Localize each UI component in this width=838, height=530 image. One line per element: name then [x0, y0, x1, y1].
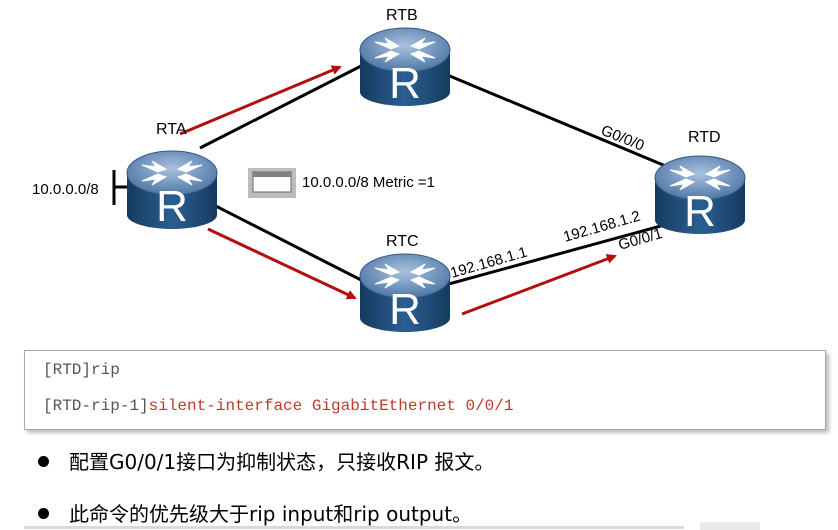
network-topology-diagram: R R R R RTA RTB RTC RTD 10.0.0.0/8 10.0.…: [32, 7, 746, 334]
router-rtc: R: [359, 253, 451, 334]
page-corner-mark: [700, 522, 760, 530]
update-packet-icon: [248, 168, 296, 198]
router-letter: R: [684, 187, 716, 236]
bullet-dot-icon: [38, 456, 49, 467]
cli-prompt: [RTD-rip-1]: [43, 397, 149, 415]
bottom-divider: [24, 526, 684, 529]
router-label-rta: RTA: [156, 121, 187, 138]
interface-label-rtd-g001: G0/0/1: [616, 225, 664, 254]
router-letter: R: [389, 285, 421, 334]
bullet-text: 配置G0/0/1接口为抑制状态，只接收RIP 报文。: [69, 450, 495, 474]
link-rta-rtb: [199, 62, 366, 150]
bullet-item: 此命令的优先级大于rip input和rip output。: [38, 498, 472, 527]
router-rta: R: [126, 150, 218, 231]
cli-command: silent-interface GigabitEthernet 0/0/1: [148, 397, 514, 415]
link-rtc-rtd: [444, 222, 669, 287]
update-label: 10.0.0.0/8 Metric =1: [302, 174, 435, 191]
cli-line-2: [RTD-rip-1]silent-interface GigabitEther…: [43, 397, 513, 415]
router-label-rtb: RTB: [386, 7, 418, 24]
router-letter: R: [389, 59, 421, 108]
bullet-dot-icon: [38, 508, 49, 519]
interface-ip-rtc: 192.168.1.1: [448, 244, 529, 282]
link-rtb-rtd: [444, 72, 669, 169]
cli-line-1: [RTD]rip: [43, 361, 120, 379]
router-label-rtc: RTC: [386, 233, 419, 250]
bullet-text: 此命令的优先级大于rip input和rip output。: [69, 502, 473, 526]
router-letter: R: [156, 182, 188, 231]
interface-label-rtd-g000: G0/0/0: [599, 122, 647, 155]
cli-code-box: [RTD]rip [RTD-rip-1]silent-interface Gig…: [24, 350, 826, 430]
update-arrows: [179, 65, 617, 316]
link-rta-rtc: [199, 196, 366, 284]
network-links: [112, 62, 669, 287]
router-label-rtd: RTD: [688, 129, 721, 146]
arrow-rtc-to-rtd: [461, 254, 617, 316]
arrow-rta-to-rtb: [179, 65, 342, 136]
router-rtd: R: [654, 155, 746, 236]
bullet-item: 配置G0/0/1接口为抑制状态，只接收RIP 报文。: [38, 446, 494, 475]
network-label: 10.0.0.0/8: [32, 181, 99, 198]
router-rtb: R: [359, 27, 451, 108]
arrow-rta-to-rtc: [207, 227, 357, 300]
